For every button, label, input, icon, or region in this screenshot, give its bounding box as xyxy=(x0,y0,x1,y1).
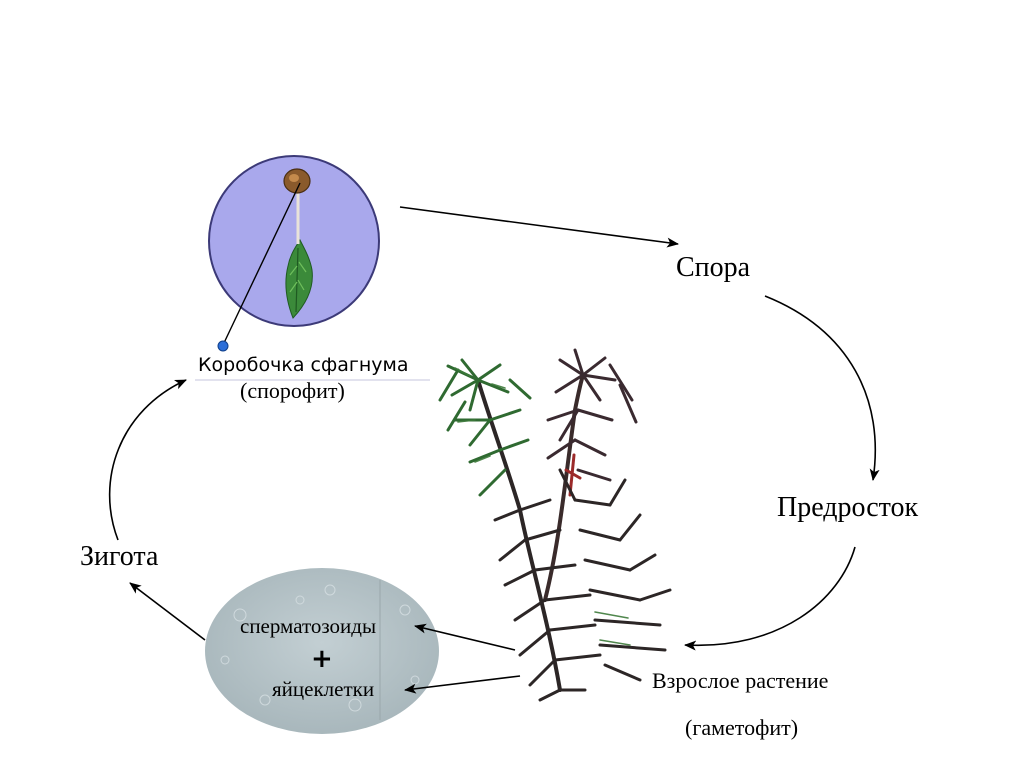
plus-sign: + xyxy=(311,644,333,674)
sporophyte-illustration xyxy=(195,155,430,381)
capsule-name-label: Коробочка сфагнума xyxy=(198,354,409,376)
moss-plant-illustration xyxy=(438,348,672,702)
cycle-arrows xyxy=(108,206,880,694)
arrow-adult-to-eggs xyxy=(404,675,521,694)
spore-label: Спора xyxy=(676,252,751,283)
protonema-label: Предросток xyxy=(777,492,919,523)
capsule-pointer-line xyxy=(222,182,301,346)
zygote-label: Зигота xyxy=(80,541,159,572)
arrow-spore-to-protonema xyxy=(764,295,880,481)
sperm-label: сперматозоиды xyxy=(240,614,377,638)
sporophyte-label: (спорофит) xyxy=(240,378,345,403)
sporophyte-leafy-shoot xyxy=(285,239,313,319)
eggs-label: яйцеклетки xyxy=(272,677,375,701)
gametophyte-label: (гаметофит) xyxy=(685,715,799,740)
gametes-illustration xyxy=(205,568,439,734)
arrow-adult-to-sperm xyxy=(414,623,516,651)
arrow-gametes-to-zygote xyxy=(129,582,206,641)
adult-plant-label: Взрослое растение xyxy=(652,668,829,693)
arrow-zygote-to-sporophyte xyxy=(108,379,187,541)
arrow-capsule-to-spore xyxy=(399,206,679,248)
pointer-dot xyxy=(217,340,229,352)
arrow-protonema-to-adult xyxy=(684,546,856,651)
